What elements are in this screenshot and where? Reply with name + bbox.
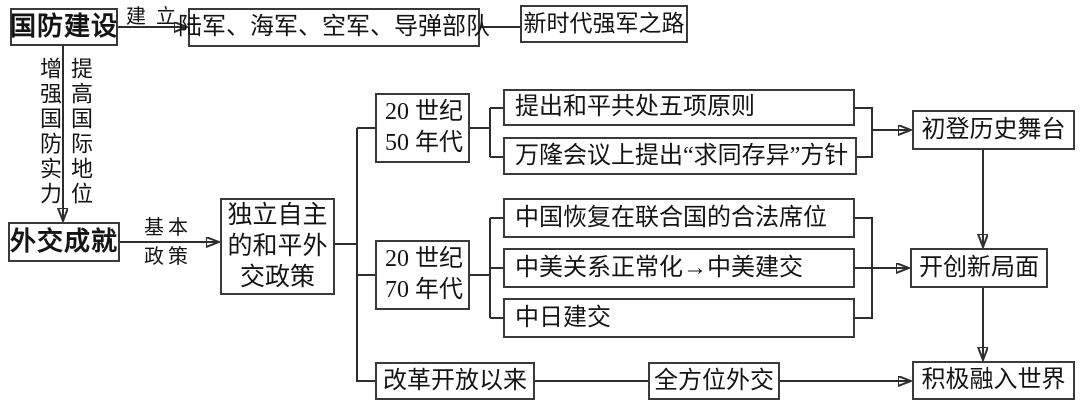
edge-label-basic-policy: 基本 政策 xyxy=(134,216,202,269)
node-independent-peaceful-policy: 独立自主 的和平外 交政策 xyxy=(220,198,335,295)
era-1950s-line2: 50 年代 xyxy=(385,130,463,156)
edge-label-establish: 建立 xyxy=(126,6,186,28)
branch-trunk xyxy=(356,128,375,382)
node-all-round-diplomacy: 全方位外交 xyxy=(648,362,780,400)
bracket-right-1950s xyxy=(855,107,873,158)
policy-line-3: 交政策 xyxy=(239,264,315,291)
bracket-left-1950s xyxy=(470,107,503,158)
edge-label-basic-policy-line2: 政策 xyxy=(144,246,192,268)
era-1970s-line1: 20 世纪 xyxy=(385,246,463,272)
note-raise-international-status: 提高国际地位 xyxy=(68,57,93,207)
node-era-reform-opening: 改革开放以来 xyxy=(375,362,535,400)
node-result-new-situation: 开创新局面 xyxy=(910,248,1048,288)
node-result-debut-on-history-stage: 初登历史舞台 xyxy=(912,110,1075,150)
bracket-left-1970s xyxy=(470,217,503,319)
node-event-bandung-conference: 万隆会议上提出“求同存异”方针 xyxy=(503,137,857,175)
node-armed-forces: 陆军、海军、空军、导弹部队 xyxy=(178,8,490,47)
policy-line-2: 的和平外 xyxy=(227,233,328,260)
node-era-1970s: 20 世纪 70 年代 xyxy=(375,240,470,310)
policy-line-1: 独立自主 xyxy=(227,202,328,229)
node-event-china-us-relations: 中美关系正常化→中美建交 xyxy=(503,248,855,288)
node-event-un-seat-restored: 中国恢复在联合国的合法席位 xyxy=(503,198,855,238)
era-1970s-line2: 70 年代 xyxy=(385,277,463,303)
node-strong-army-path: 新时代强军之路 xyxy=(520,5,688,43)
node-diplomatic-achievements: 外交成就 xyxy=(8,222,120,262)
node-result-integrate-into-world: 积极融入世界 xyxy=(912,361,1075,400)
node-event-five-principles: 提出和平共处五项原则 xyxy=(503,89,855,126)
era-1950s-line1: 20 世纪 xyxy=(385,99,463,125)
node-event-china-japan-relations: 中日建交 xyxy=(503,298,855,338)
node-era-1950s: 20 世纪 50 年代 xyxy=(375,93,470,163)
node-national-defense: 国防建设 xyxy=(10,8,118,46)
note-strengthen-defense: 增强国防实力 xyxy=(37,57,62,207)
edge-label-basic-policy-line1: 基本 xyxy=(144,217,192,239)
